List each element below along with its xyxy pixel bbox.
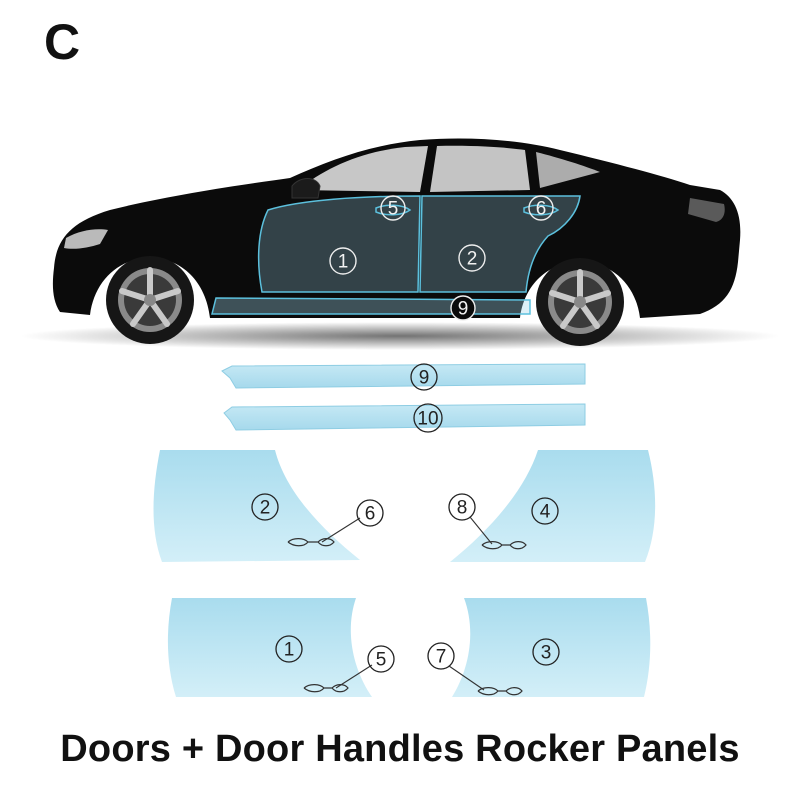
- rocker-strip-10: 10: [223, 403, 586, 433]
- car-illustration: 1 2 5 6 9: [20, 138, 780, 350]
- panel-front-right-door: 3 7: [427, 598, 651, 697]
- car-body: [52, 138, 741, 318]
- svg-text:1: 1: [338, 252, 349, 273]
- caption: Doors + Door Handles Rocker Panels: [60, 728, 740, 770]
- car-mirror: [291, 178, 321, 199]
- svg-text:2: 2: [467, 249, 478, 270]
- svg-text:2: 2: [260, 498, 271, 519]
- handle-icon: [303, 684, 349, 693]
- svg-text:5: 5: [388, 199, 399, 220]
- svg-text:9: 9: [419, 368, 430, 389]
- variant-letter: C: [44, 14, 81, 70]
- car-headlight: [64, 229, 108, 249]
- svg-text:7: 7: [436, 647, 447, 668]
- panel-front-left-door: 1 5: [167, 598, 395, 697]
- car-label-2: 2: [458, 244, 486, 272]
- panel-rear-right-door: 4 8: [448, 450, 656, 562]
- svg-text:9: 9: [458, 299, 469, 320]
- svg-text:6: 6: [365, 504, 376, 525]
- svg-text:10: 10: [417, 409, 438, 430]
- handle-icon: [477, 687, 523, 696]
- car-label-1: 1: [329, 247, 357, 275]
- car-rear-window: [430, 145, 530, 192]
- panel-rear-left-door: 2 6: [153, 450, 384, 562]
- front-wheel: [106, 256, 194, 344]
- car-quarter-window: [536, 152, 600, 188]
- car-front-window: [298, 146, 428, 192]
- rear-wheel: [536, 258, 624, 346]
- car-front-door-film: [257, 195, 421, 293]
- handle-icon: [287, 538, 335, 547]
- car-taillight: [688, 198, 725, 222]
- car-label-6: 6: [528, 195, 554, 221]
- svg-text:4: 4: [540, 502, 551, 523]
- svg-text:6: 6: [536, 199, 547, 220]
- svg-text:5: 5: [376, 650, 387, 671]
- car-label-5: 5: [380, 195, 406, 221]
- handle-icon: [481, 541, 527, 550]
- car-rocker-film: [211, 297, 531, 315]
- svg-text:1: 1: [284, 640, 295, 661]
- rocker-strip-9: 9: [221, 363, 586, 391]
- car-label-9: 9: [450, 295, 476, 321]
- svg-text:8: 8: [457, 498, 468, 519]
- svg-text:3: 3: [541, 643, 552, 664]
